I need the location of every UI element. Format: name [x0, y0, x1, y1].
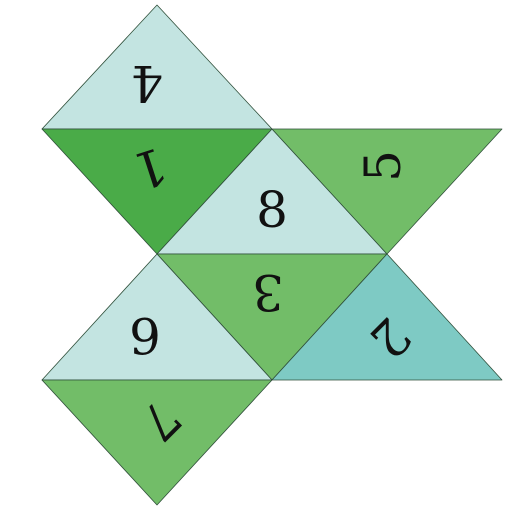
faces-layer	[41, 4, 503, 506]
face-3-number: 3	[252, 263, 284, 321]
face-5-triangle	[271, 128, 503, 255]
face-6-number: 6	[129, 306, 161, 364]
face-4-number: 4	[131, 54, 163, 112]
face-7-triangle	[41, 379, 273, 506]
face-8-number: 8	[256, 181, 288, 239]
face-2-triangle	[271, 253, 503, 381]
face-5-number: 5	[354, 150, 412, 182]
